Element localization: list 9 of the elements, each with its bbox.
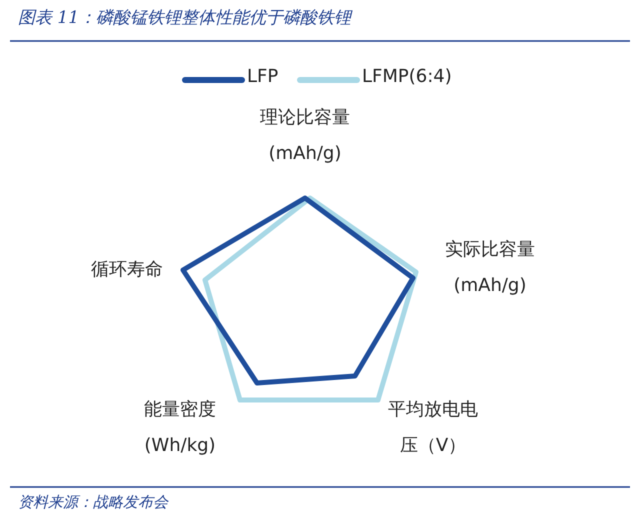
axis-label: 实际比容量 (mAh/g) — [444, 238, 536, 298]
axis-label: 能量密度 (Wh/kg) — [143, 398, 217, 458]
axis-label: 循环寿命 — [90, 258, 164, 282]
legend-label: LFP — [247, 66, 278, 87]
figure-title: 图表 11：磷酸锰铁锂整体性能优于磷酸铁锂 — [18, 7, 352, 29]
source-note: 资料来源：战略发布会 — [18, 493, 168, 512]
legend-label: LFMP(6:4) — [362, 66, 452, 87]
axis-label: 平均放电电压（V） — [387, 398, 479, 458]
axis-label: 理论比容量 (mAh/g) — [259, 106, 351, 166]
